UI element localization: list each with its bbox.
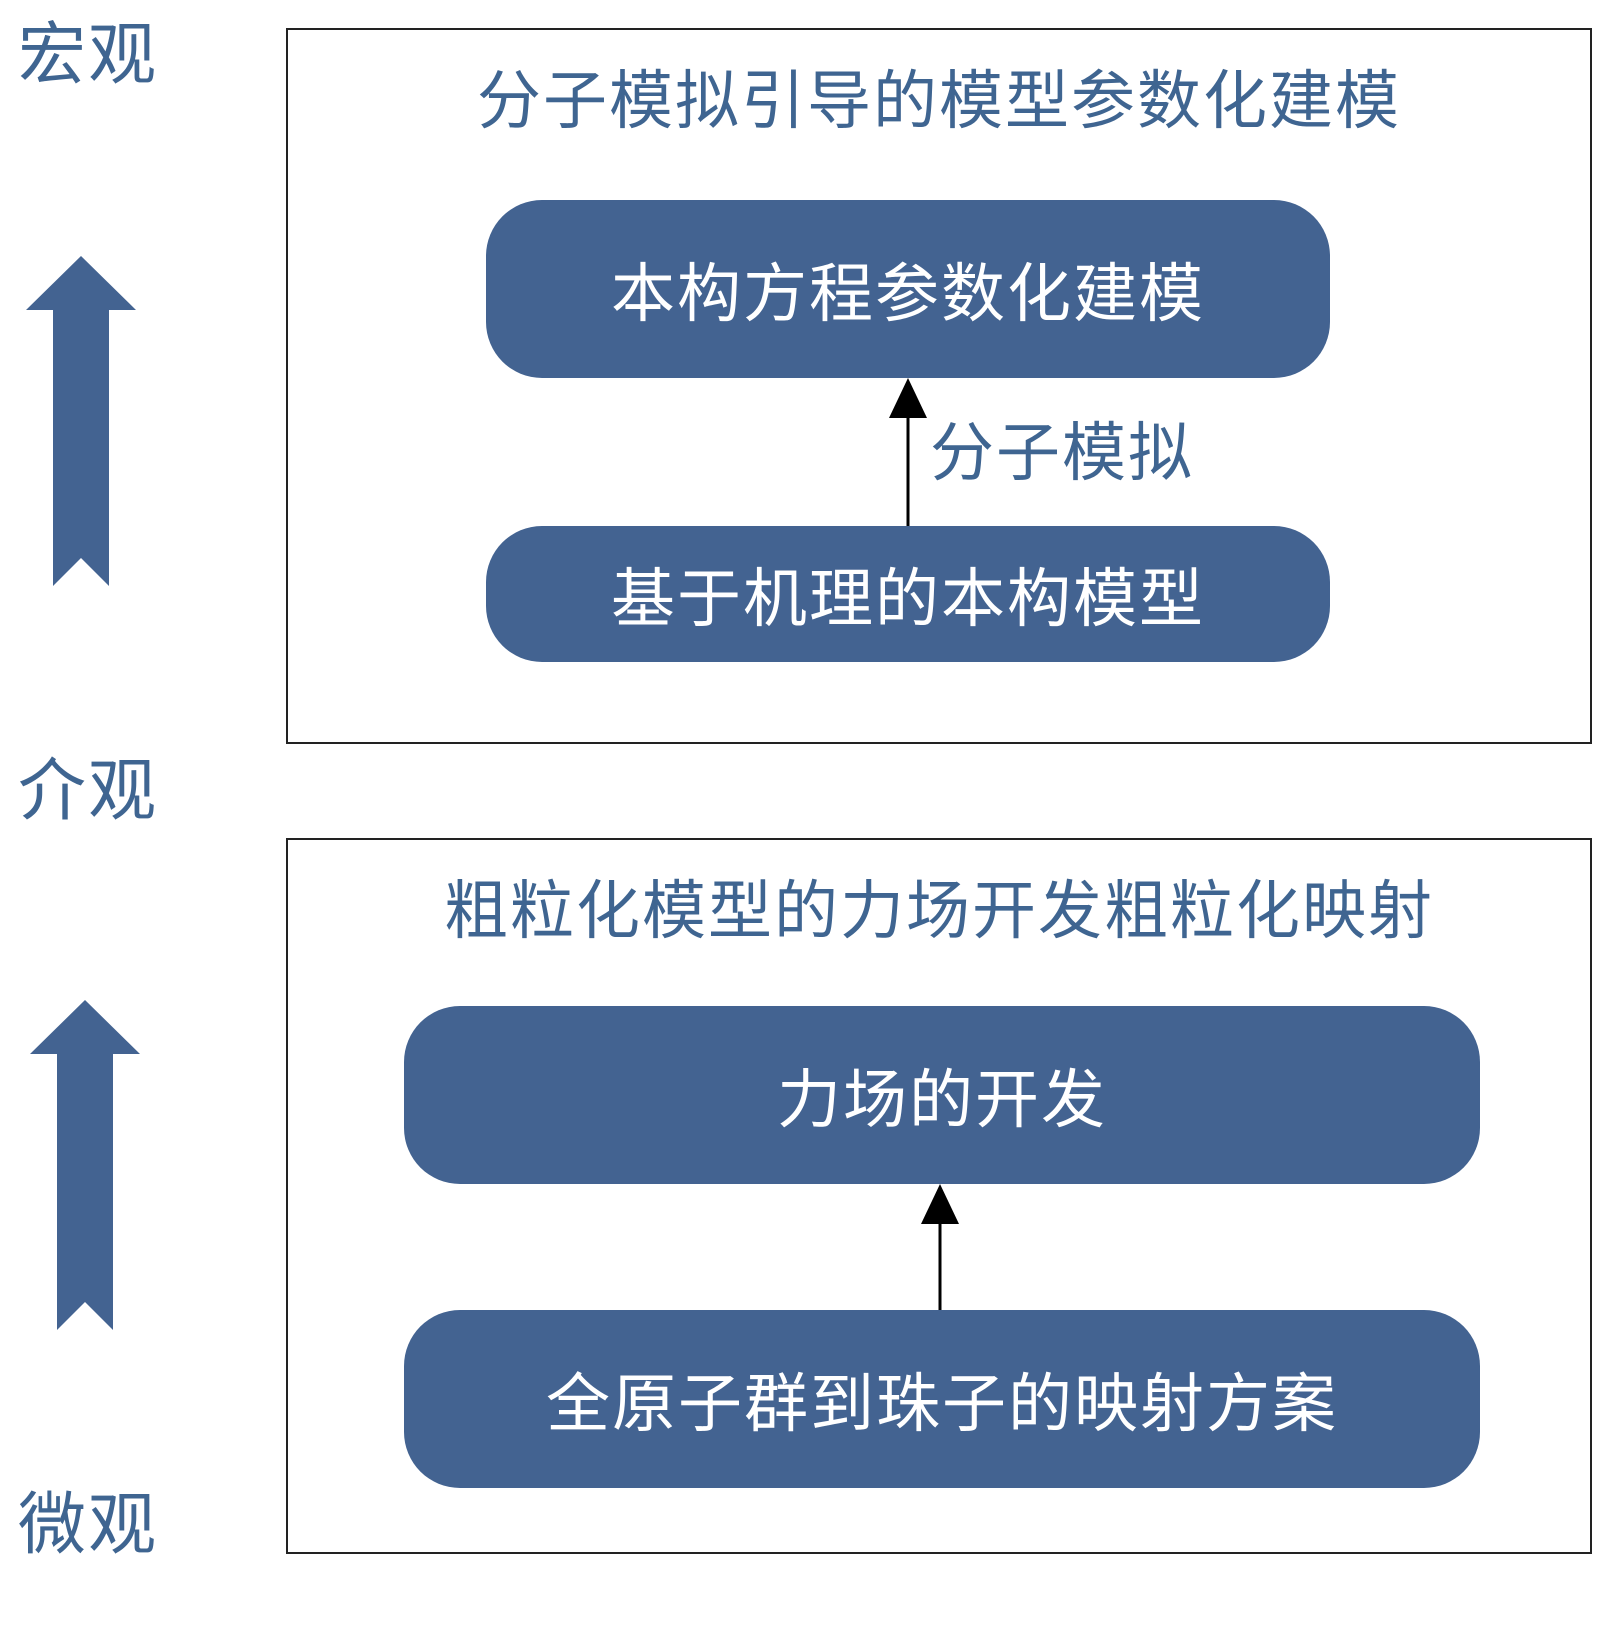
scale-label-macro: 宏观 — [18, 16, 159, 95]
edge-label-molecular-simulation: 分子模拟 — [930, 417, 1194, 491]
panel-model-parameterization: 分子模拟引导的模型参数化建模 本构方程参数化建模 分子模拟 基于机理的本构模型 — [286, 28, 1592, 744]
scale-up-arrow-top — [26, 256, 136, 586]
connector-arrow-lower-shaft — [938, 1222, 942, 1310]
node-atom-group-to-bead-mapping: 全原子群到珠子的映射方案 — [404, 1310, 1480, 1488]
panel-coarse-grained-force-field: 粗粒化模型的力场开发粗粒化映射 力场的开发 全原子群到珠子的映射方案 — [286, 838, 1592, 1554]
panel-lower-title: 粗粒化模型的力场开发粗粒化映射 — [444, 875, 1434, 949]
scale-up-arrow-bottom-shape — [30, 1000, 140, 1330]
connector-arrow-lower-head — [921, 1184, 959, 1224]
connector-arrow-upper — [888, 378, 928, 526]
node-mechanism-based-constitutive-model: 基于机理的本构模型 — [486, 526, 1330, 662]
scale-up-arrow-bottom — [30, 1000, 140, 1330]
scale-label-micro: 微观 — [18, 1486, 159, 1565]
connector-arrow-upper-shaft — [906, 416, 910, 526]
connector-arrow-lower — [920, 1184, 960, 1310]
node-constitutive-equation-parameterization: 本构方程参数化建模 — [486, 200, 1330, 378]
connector-arrow-upper-head — [889, 378, 927, 418]
scale-label-meso: 介观 — [18, 752, 159, 831]
panel-upper-title: 分子模拟引导的模型参数化建模 — [477, 65, 1401, 139]
node-force-field-development: 力场的开发 — [404, 1006, 1480, 1184]
scale-up-arrow-top-shape — [26, 256, 136, 586]
